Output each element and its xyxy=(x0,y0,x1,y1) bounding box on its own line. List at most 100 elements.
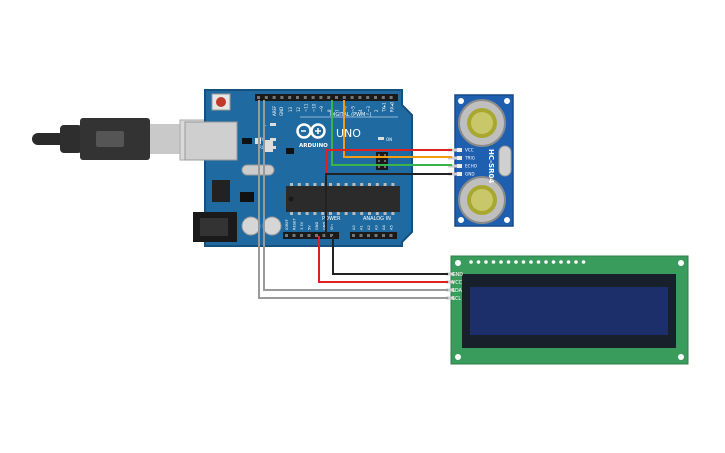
digital-pin-label: 2 xyxy=(374,109,379,112)
header-pin-hole[interactable] xyxy=(319,96,323,99)
mounting-hole xyxy=(458,98,464,104)
power-pin-hole[interactable] xyxy=(322,234,326,237)
power-label: POWER xyxy=(322,216,341,222)
rx-led xyxy=(270,146,276,149)
transmitter-transducer xyxy=(458,99,506,147)
l-led xyxy=(270,123,276,126)
sensor-pin-label: GND xyxy=(465,172,475,177)
analog-pin-hole[interactable] xyxy=(352,234,355,237)
header-pin-hole[interactable] xyxy=(342,96,346,99)
header-pin-hole[interactable] xyxy=(272,96,276,99)
sensor-pin[interactable] xyxy=(448,164,458,168)
header-pin-hole[interactable] xyxy=(350,96,354,99)
sensor-pin-label: TRIG xyxy=(464,156,475,161)
power-pin-hole[interactable] xyxy=(300,234,303,237)
header-pin-hole[interactable] xyxy=(389,96,393,99)
header-pin-hole[interactable] xyxy=(296,96,299,99)
digital-pin-label: 7 xyxy=(335,109,340,112)
lcd-pin-label: SCL xyxy=(452,296,461,302)
lcd-pin[interactable] xyxy=(446,272,454,276)
wire-sensor-gnd xyxy=(325,173,452,236)
tx-led-label: TX xyxy=(258,137,264,142)
header-pin-hole[interactable] xyxy=(280,96,284,99)
digital-header-label: DIGITAL (PWM~) xyxy=(330,112,372,118)
mounting-hole xyxy=(455,354,461,360)
sensor-pin[interactable] xyxy=(448,156,458,160)
power-pin-hole[interactable] xyxy=(330,234,333,237)
header-pin-hole[interactable] xyxy=(374,96,377,99)
analog-pin-hole[interactable] xyxy=(374,234,378,237)
digital-pin-label: ~5 xyxy=(350,106,355,112)
wire-trig xyxy=(343,100,452,158)
power-pin-hole[interactable] xyxy=(315,234,318,237)
analog-pin-hole[interactable] xyxy=(359,234,363,237)
icsp-header xyxy=(376,152,388,170)
arduino-logo xyxy=(296,123,326,139)
mounting-hole xyxy=(458,217,464,223)
header-pin-hole[interactable] xyxy=(381,96,385,99)
capacitor xyxy=(241,216,261,236)
analog-pin-hole[interactable] xyxy=(382,234,385,237)
header-pin-hole[interactable] xyxy=(257,96,260,99)
wire-lcd-vcc xyxy=(318,236,448,283)
lcd-pin[interactable] xyxy=(446,296,454,300)
tx-led xyxy=(270,138,276,141)
wire-sda xyxy=(263,100,448,291)
header-pin-hole[interactable] xyxy=(303,96,307,99)
analog-pin-hole[interactable] xyxy=(367,234,370,237)
header-pin-hole[interactable] xyxy=(366,96,370,99)
analog-pin-label: A1 xyxy=(360,225,364,230)
header-pin-hole[interactable] xyxy=(335,96,338,99)
digital-pin-label: ~3 xyxy=(366,106,371,112)
header-pin-hole[interactable] xyxy=(311,96,315,99)
header-pin-hole[interactable] xyxy=(327,96,331,99)
mounting-hole xyxy=(504,217,510,223)
digital-pins-group xyxy=(257,96,393,99)
wire-lcd-gnd xyxy=(332,236,448,275)
receiver-transducer xyxy=(458,176,506,224)
wire-echo xyxy=(331,100,452,166)
mounting-hole xyxy=(678,354,684,360)
power-pin-label: 5V xyxy=(308,225,312,230)
lcd-pin[interactable] xyxy=(446,288,454,292)
power-pin-hole[interactable] xyxy=(285,234,288,237)
sensor-crystal xyxy=(498,145,512,177)
power-pin-hole[interactable] xyxy=(307,234,311,237)
wires xyxy=(258,100,452,299)
lcd-screen xyxy=(470,287,668,335)
mounting-hole xyxy=(455,260,461,266)
analog-label: ANALOG IN xyxy=(363,216,391,222)
analog-header[interactable] xyxy=(350,232,397,239)
usb-port xyxy=(184,121,238,161)
power-pin-hole[interactable] xyxy=(292,234,296,237)
mounting-hole xyxy=(678,260,684,266)
sensor-pin[interactable] xyxy=(448,172,458,176)
header-pin-hole[interactable] xyxy=(358,96,362,99)
power-header[interactable] xyxy=(283,232,339,239)
sensor-pin[interactable] xyxy=(448,148,458,152)
sensor-model-label: HC-SR04 xyxy=(487,149,495,183)
digital-pin-label: 12 xyxy=(296,106,301,112)
sensor-pin-label: ECHO xyxy=(465,164,478,169)
power-pin-label: 3.3V xyxy=(300,221,304,230)
capacitor xyxy=(262,216,282,236)
digital-pin-label: 8 xyxy=(327,109,332,112)
digital-header[interactable] xyxy=(255,94,398,101)
lcd-pin-label: VCC xyxy=(452,280,463,286)
digital-pin-label: RX◂0 xyxy=(389,101,394,112)
analog-pin-label: A3 xyxy=(375,225,379,230)
lcd-pin[interactable] xyxy=(446,280,454,284)
header-pin-hole[interactable] xyxy=(288,96,292,99)
analog-pin-label: A2 xyxy=(367,225,371,230)
header-pin-hole[interactable] xyxy=(264,96,268,99)
l-led-label: L xyxy=(264,122,267,127)
analog-pin-hole[interactable] xyxy=(389,234,393,237)
